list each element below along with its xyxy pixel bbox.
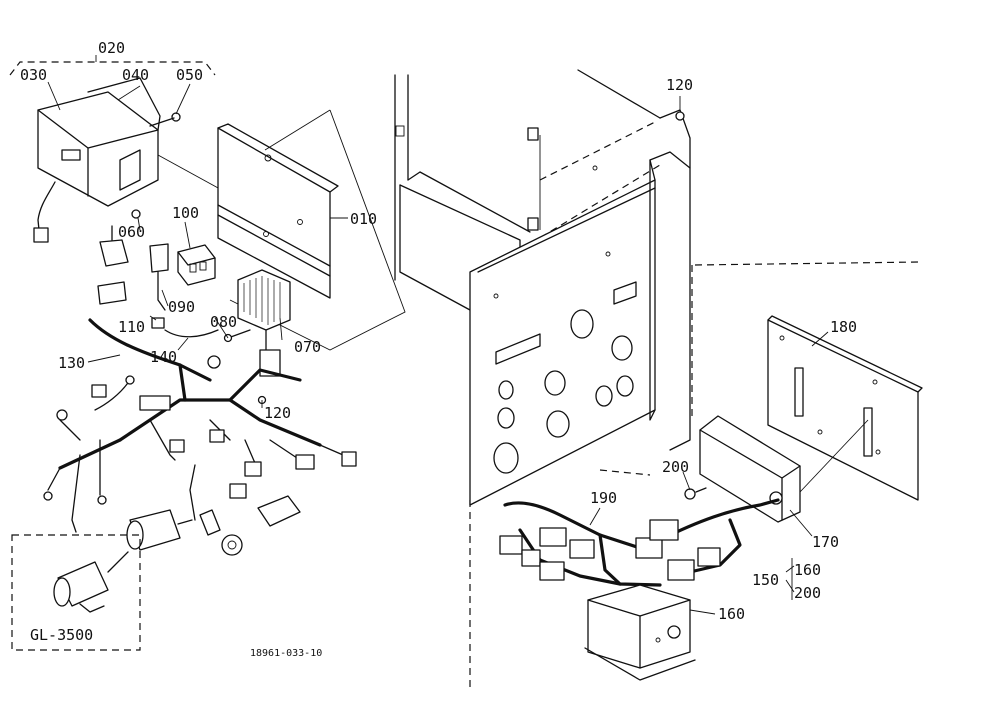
harness-190-conn-4 xyxy=(569,539,595,559)
variant-label: GL-3500 xyxy=(30,626,93,644)
callout-200-a: 200 xyxy=(662,458,689,476)
relay-100 xyxy=(177,244,216,286)
gl3500-variant-box: GL-3500 xyxy=(11,534,141,651)
panel-hole-7 xyxy=(497,407,515,429)
harness-connector-5 xyxy=(244,461,262,477)
box-160 xyxy=(584,584,696,681)
panel-hole-6 xyxy=(616,375,634,397)
callout-160-a: 160 xyxy=(794,561,821,579)
panel-hole-9 xyxy=(493,442,519,474)
callout-110: 110 xyxy=(118,318,145,336)
sensor-left xyxy=(56,409,68,421)
plate-180 xyxy=(767,315,923,501)
coupler-left-a xyxy=(99,239,129,267)
panel-hole-1 xyxy=(570,309,594,339)
callout-180: 180 xyxy=(830,318,857,336)
housing-tab-top xyxy=(527,127,539,141)
callout-190: 190 xyxy=(590,489,617,507)
callout-120-left: 120 xyxy=(264,404,291,422)
control-box-030 xyxy=(37,91,159,207)
callout-050: 050 xyxy=(176,66,203,84)
plate-bracket-1 xyxy=(794,367,804,417)
panel-slot-right xyxy=(613,281,637,305)
callout-040: 040 xyxy=(122,66,149,84)
harness-connector-3 xyxy=(169,439,185,453)
part-110 xyxy=(151,317,165,329)
harness-190-conn-5 xyxy=(539,561,565,581)
callout-120-top: 120 xyxy=(666,76,693,94)
wiring-harness-130 xyxy=(43,318,357,556)
electrical-components xyxy=(97,209,291,377)
harness-connector-8 xyxy=(229,483,247,499)
harness-190-conn-6 xyxy=(635,537,663,559)
panel-hole-2 xyxy=(611,335,633,361)
callout-130: 130 xyxy=(58,354,85,372)
callout-010: 010 xyxy=(350,210,377,228)
plate-bracket-2 xyxy=(863,407,873,457)
terminal-left xyxy=(43,491,53,501)
harness-190 xyxy=(499,498,780,587)
harness-connector-1 xyxy=(91,384,107,398)
callout-200-b: 200 xyxy=(794,584,821,602)
callout-080: 080 xyxy=(210,313,237,331)
connector-090 xyxy=(149,243,169,273)
bracket-010 xyxy=(217,109,406,351)
terminal-mid xyxy=(97,495,107,505)
harness-190-conn-7 xyxy=(649,519,679,541)
control-box-window xyxy=(61,149,81,161)
housing-tab-bottom xyxy=(527,217,539,231)
callout-100: 100 xyxy=(172,204,199,222)
screw-120-top xyxy=(675,111,685,121)
drawing-number: 18961-033-10 xyxy=(250,648,322,659)
panel-hole-8 xyxy=(546,410,570,438)
regulator-070 xyxy=(237,269,291,331)
callout-030: 030 xyxy=(20,66,47,84)
switch-block xyxy=(257,495,301,527)
callout-labels: 020 030 040 050 010 100 060 090 110 080 … xyxy=(20,39,857,659)
panel-hole-5 xyxy=(595,385,613,407)
box-160-knob xyxy=(667,625,681,639)
harness-190-conn-8 xyxy=(667,559,695,581)
nut-060 xyxy=(131,209,141,219)
group-020-bracket xyxy=(9,61,216,76)
harness-190-conn-3 xyxy=(539,527,567,547)
leader-lines xyxy=(47,55,829,615)
coupler-left-b xyxy=(97,281,127,305)
callout-170: 170 xyxy=(812,533,839,551)
harness-190-conn-1 xyxy=(499,535,523,555)
callout-090: 090 xyxy=(168,298,195,316)
panel-slot-left xyxy=(495,333,541,365)
harness-connector-2 xyxy=(139,395,171,411)
grommet xyxy=(221,534,243,556)
harness-connector-4 xyxy=(209,429,225,443)
harness-190-conn-9 xyxy=(697,547,721,567)
front-panel xyxy=(469,111,691,506)
callout-070: 070 xyxy=(294,338,321,356)
harness-connector-7 xyxy=(341,451,357,467)
box-170 xyxy=(684,415,801,523)
wire-140 xyxy=(164,329,219,338)
panel-hole-4 xyxy=(498,380,514,400)
engine-housing xyxy=(394,69,921,690)
callout-060: 060 xyxy=(118,223,145,241)
screw-050 xyxy=(171,112,181,122)
panel-hole-3 xyxy=(544,370,566,396)
regulator-connector xyxy=(259,349,281,377)
bolt-200 xyxy=(684,488,696,500)
callout-160-b: 160 xyxy=(718,605,745,623)
control-box-group xyxy=(9,61,241,243)
callout-150: 150 xyxy=(752,571,779,589)
connector-box-cable xyxy=(33,227,49,243)
callout-020: 020 xyxy=(98,39,125,57)
harness-connector-6 xyxy=(295,454,315,470)
callout-140: 140 xyxy=(150,348,177,366)
harness-190-conn-2 xyxy=(521,549,541,567)
